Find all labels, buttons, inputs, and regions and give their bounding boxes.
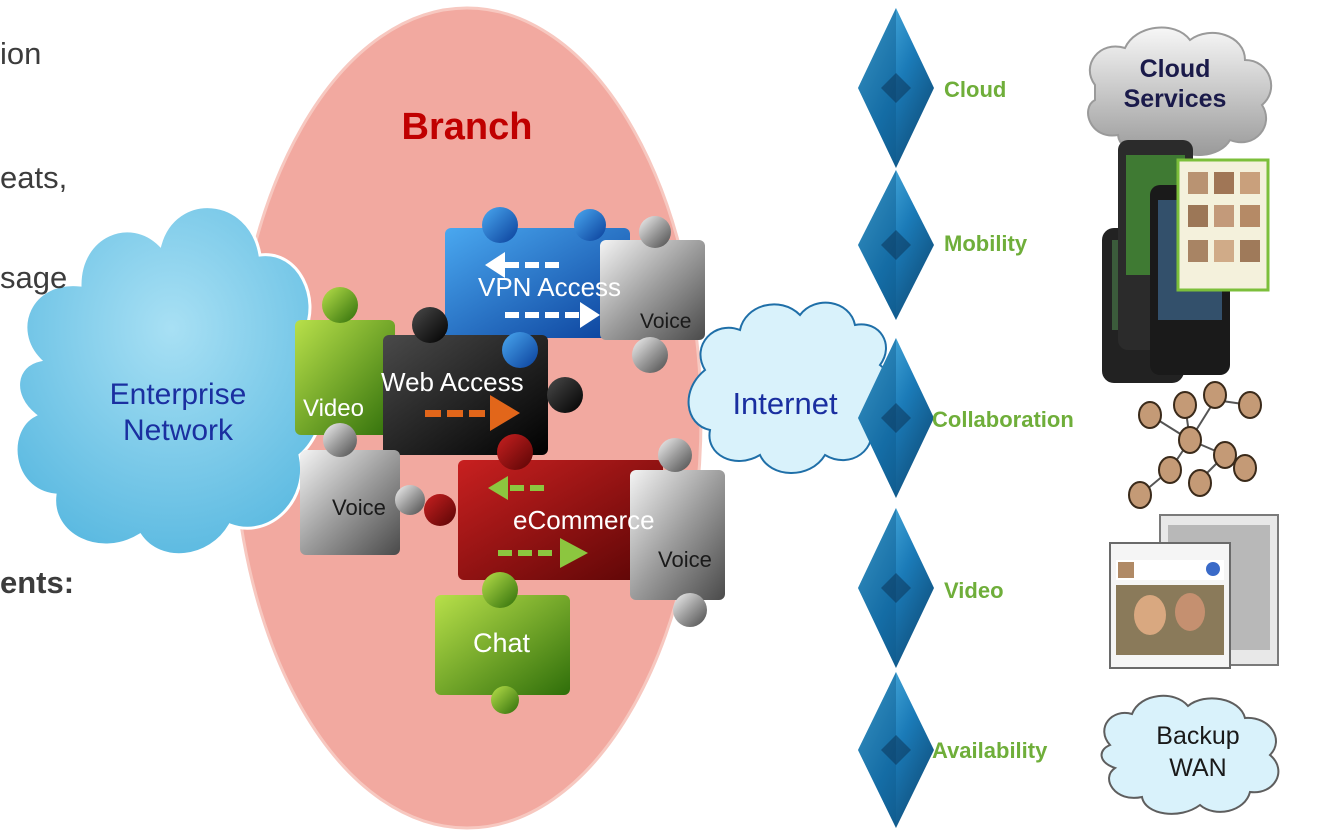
capability-caption: Collaboration [932, 407, 1074, 432]
left-text-fragment: sage [0, 260, 68, 295]
diamond-gem-icon [858, 508, 934, 668]
puzzle-cluster [295, 207, 725, 714]
smartphone-icon [1102, 140, 1270, 383]
puzzle-piece-voice-left-icon [300, 423, 425, 555]
arrow-icon [485, 252, 559, 278]
voice-right-label: Voice [658, 547, 712, 572]
cloud-services-line1: Cloud [1139, 55, 1211, 83]
ecommerce-label: eCommerce [513, 505, 655, 535]
vpn-access-label: VPN Access [478, 272, 622, 302]
internet-label: Internet [732, 386, 838, 421]
cloud-services-label: Cloud Services [1100, 54, 1250, 114]
people-network-icon [1128, 381, 1262, 509]
voice-left-label: Voice [332, 495, 386, 520]
enterprise-label-line2: Network [122, 414, 234, 447]
enterprise-label-line1: Enterprise [109, 378, 247, 411]
puzzle-piece-voice-top-icon [600, 216, 705, 373]
backup-wan-cloud-icon [1100, 694, 1280, 815]
diamond-gem-icon [858, 672, 934, 828]
puzzle-piece-chat-icon [435, 572, 570, 714]
arrow-icon [498, 538, 588, 568]
branch-title: Branch [401, 106, 533, 148]
capability-caption: Availability [932, 738, 1048, 763]
arrow-icon [425, 395, 520, 431]
puzzle-piece-voice-right-icon [630, 438, 725, 627]
video-piece-label: Video [303, 395, 364, 422]
backup-wan-line2: WAN [1169, 754, 1227, 782]
left-text-fragment: eats, [0, 160, 68, 195]
arrow-icon [505, 302, 600, 328]
cloud-services-line2: Services [1123, 85, 1227, 113]
capability-caption: Video [944, 578, 1004, 603]
diamond-gem-icon [858, 8, 934, 168]
capability-caption: Cloud [944, 77, 1007, 102]
web-access-label: Web Access [381, 367, 524, 397]
video-conference-icon [1109, 514, 1279, 669]
enterprise-network-cloud-icon [14, 205, 329, 557]
diamond-gem-icon [858, 338, 934, 498]
left-text-fragment: ents: [0, 565, 75, 600]
diamond-gem-icon [858, 170, 934, 320]
backup-wan-line1: Backup [1156, 722, 1240, 750]
enterprise-network-label: Enterprise Network [98, 377, 258, 449]
arrow-icon [488, 476, 544, 500]
voice-top-label: Voice [640, 310, 692, 333]
chat-label: Chat [473, 628, 531, 658]
diamond-gems [858, 8, 934, 828]
puzzle-piece-video-icon [295, 287, 395, 435]
puzzle-piece-web-icon [383, 307, 583, 455]
backup-wan-label: Backup WAN [1128, 720, 1268, 784]
left-text-fragment: ion [0, 36, 42, 71]
capability-caption: Mobility [944, 231, 1028, 256]
